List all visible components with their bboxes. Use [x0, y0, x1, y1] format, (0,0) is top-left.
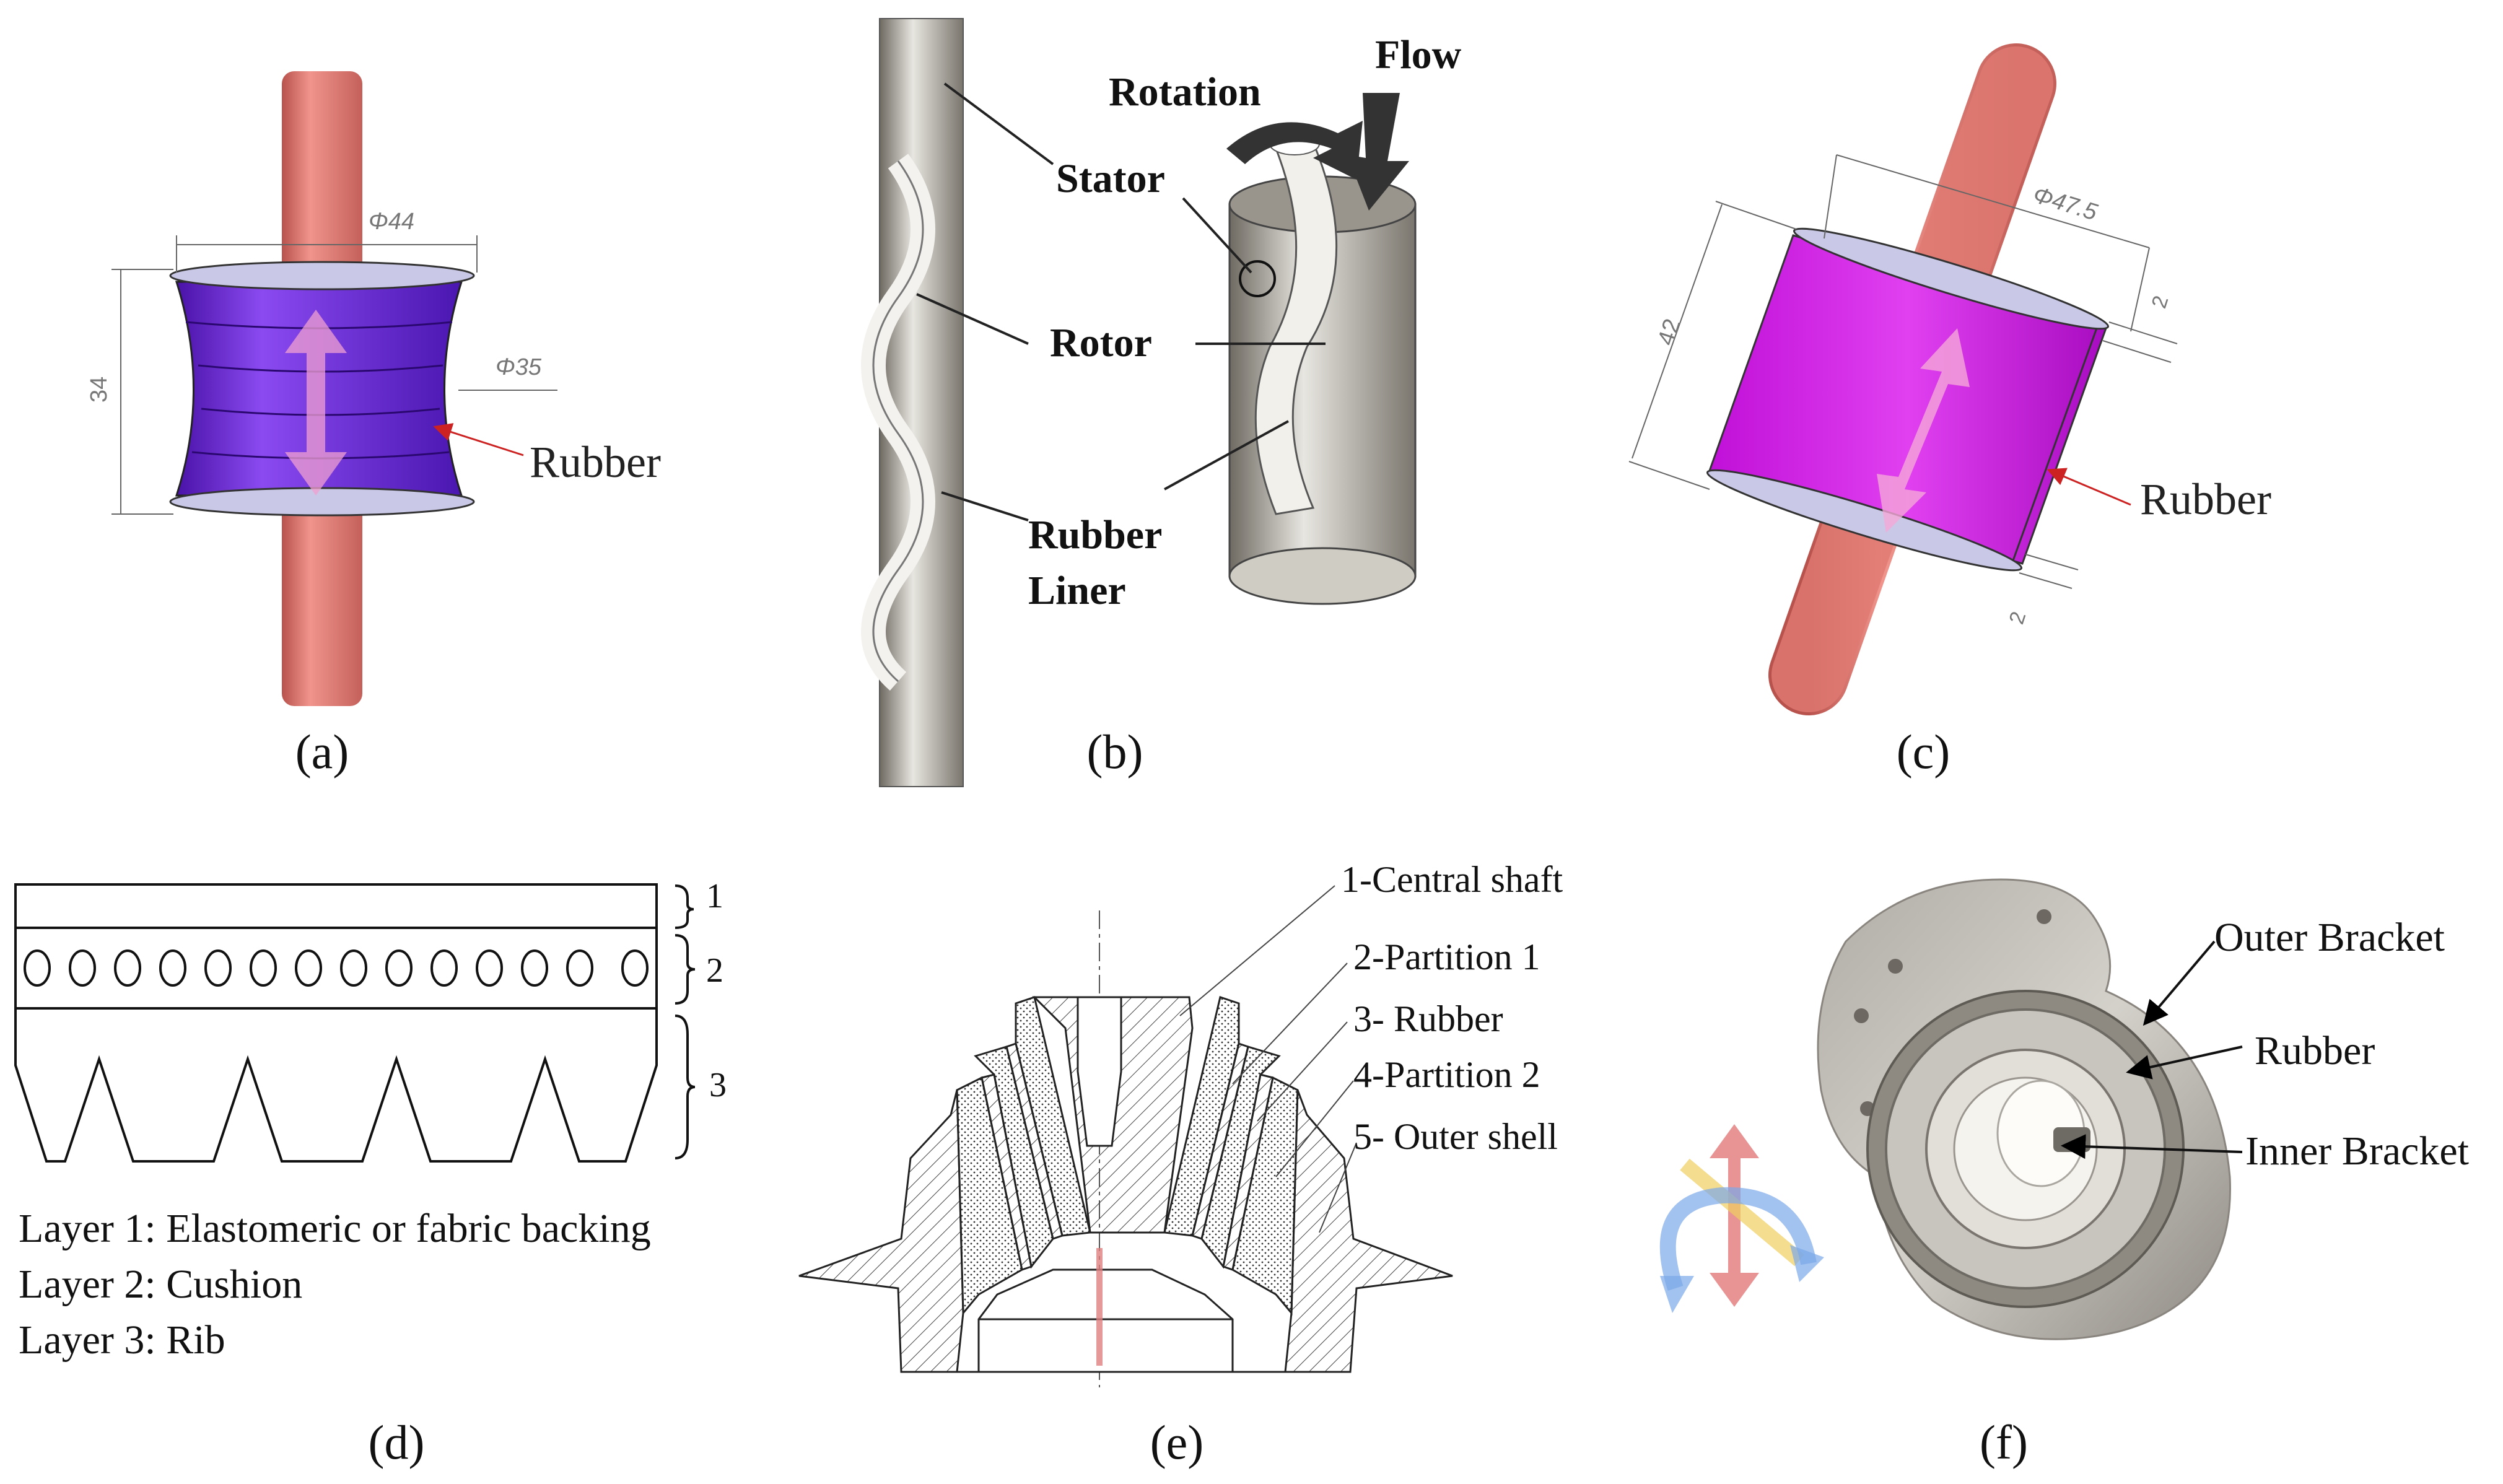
panel-b-rotor-helix-edge [872, 160, 924, 683]
panel-e-caption: (e) [1150, 1415, 1204, 1469]
panel-c-dimension-lines [1628, 154, 2178, 589]
panel-c-double-arrow [1877, 328, 1970, 533]
panel-e-inner-cavity [977, 1268, 1234, 1373]
panel-e-rubber-top [1015, 996, 1240, 1237]
panel-b-leader-lines [916, 82, 1326, 522]
panel-b-label-rubber-liner-2: Liner [1028, 568, 1126, 613]
panel-f-label-inner-bracket: Inner Bracket [2245, 1128, 2469, 1174]
panel-a-dim-diameter-inner: Φ35 [496, 354, 542, 380]
panel-a-double-arrow [285, 310, 347, 495]
panel-c-rubber-body [1708, 234, 2107, 565]
panel-b-rotation-arrow [1226, 121, 1363, 180]
panel-c-rubber-edge [2012, 328, 2098, 561]
panel-d-layer-number-1: 1 [706, 877, 723, 915]
panel-b: Rotation Flow Stator Rotor Rubber Liner … [861, 18, 1462, 787]
panel-a-dim-diameter-outer: Φ44 [369, 209, 414, 235]
panel-b-cylinder-bottom [1228, 547, 1417, 605]
panel-c-flange-bottom [1706, 469, 2023, 572]
panel-f-label-rubber: Rubber [2255, 1028, 2375, 1073]
panel-b-label-stator: Stator [1056, 156, 1165, 201]
panel-a: Φ44 Φ35 34 Rubber (a) [86, 71, 661, 779]
panel-e-part-4: 4-Partition 2 [1353, 1054, 1540, 1095]
panel-e-part-5: 5- Outer shell [1353, 1116, 1558, 1157]
panel-f-inner-core [2053, 1127, 2090, 1152]
panel-a-flange-top [169, 261, 475, 290]
panel-d-caption: (d) [369, 1415, 425, 1469]
panel-c-label-rubber: Rubber [2140, 474, 2271, 524]
panel-b-rotor-3d [1254, 141, 1338, 515]
panel-c-dim-diameter: Φ47.5 [2030, 181, 2100, 225]
panel-e-leader-lines [1179, 885, 1357, 1233]
panel-b-label-rubber-liner-1: Rubber [1028, 512, 1162, 557]
panel-d-legend-1: Layer 1: Elastomeric or fabric backing [19, 1206, 651, 1251]
panel-b-flow-arrow [1347, 93, 1409, 211]
panel-e-part-3: 3- Rubber [1353, 998, 1503, 1039]
panel-c-dim-flange-top: 2 [2147, 293, 2173, 312]
panel-f-pointers [2061, 940, 2243, 1159]
panel-b-label-rotor: Rotor [1050, 320, 1152, 365]
panel-b-label-flow: Flow [1375, 32, 1462, 77]
panel-e-rubber-inner [974, 1045, 1281, 1269]
panel-d: 1 2 3 Layer 1: Elastomeric or fabric bac… [14, 877, 727, 1469]
panel-e-part-1: 1-Central shaft [1341, 859, 1563, 900]
panel-a-dim-height: 34 [86, 377, 112, 403]
panel-f-motion-arrows [1659, 1124, 1824, 1313]
panel-c: Φ47.5 42 2 2 Rubber (c) [1628, 43, 2271, 779]
panel-c-caption: (c) [1897, 725, 1950, 779]
panel-d-cushion-cords [24, 949, 649, 987]
panel-a-dimension-lines [111, 235, 557, 515]
panel-a-rubber-pointer [433, 423, 524, 456]
panel-f-caption: (f) [1980, 1415, 2028, 1469]
panel-e: 1-Central shaft 2-Partition 1 3- Rubber … [798, 859, 1563, 1469]
panel-d-legend-2: Layer 2: Cushion [19, 1262, 302, 1307]
panel-c-flange-top [1793, 227, 2110, 330]
panel-d-layer-3-ribs [14, 1007, 658, 1163]
panel-e-rubber-outer [956, 1076, 1299, 1316]
panel-d-layer-number-2: 2 [706, 951, 723, 990]
panel-c-dim-flange-bottom: 2 [2004, 609, 2030, 627]
panel-f: Outer Bracket Rubber Inner Bracket (f) [1659, 878, 2469, 1469]
panel-a-label-rubber: Rubber [530, 437, 661, 487]
panel-d-legend-3: Layer 3: Rib [19, 1317, 225, 1363]
panel-d-layer-number-3: 3 [709, 1066, 727, 1104]
panel-c-rubber-pointer [2047, 468, 2131, 506]
panel-a-caption: (a) [295, 725, 349, 779]
panel-b-caption: (b) [1087, 725, 1143, 779]
panel-a-flange-bottom [169, 487, 475, 517]
panel-b-label-rotation: Rotation [1109, 69, 1261, 115]
panel-e-part-2: 2-Partition 1 [1353, 936, 1540, 977]
panel-d-braces [675, 884, 696, 1159]
panel-e-shaft-bore [1077, 996, 1122, 1147]
panel-b-stator-marker [1239, 260, 1276, 297]
panel-d-layer-1 [14, 883, 658, 929]
panel-d-layer-2 [14, 927, 658, 1010]
panel-f-label-outer-bracket: Outer Bracket [2214, 915, 2445, 960]
